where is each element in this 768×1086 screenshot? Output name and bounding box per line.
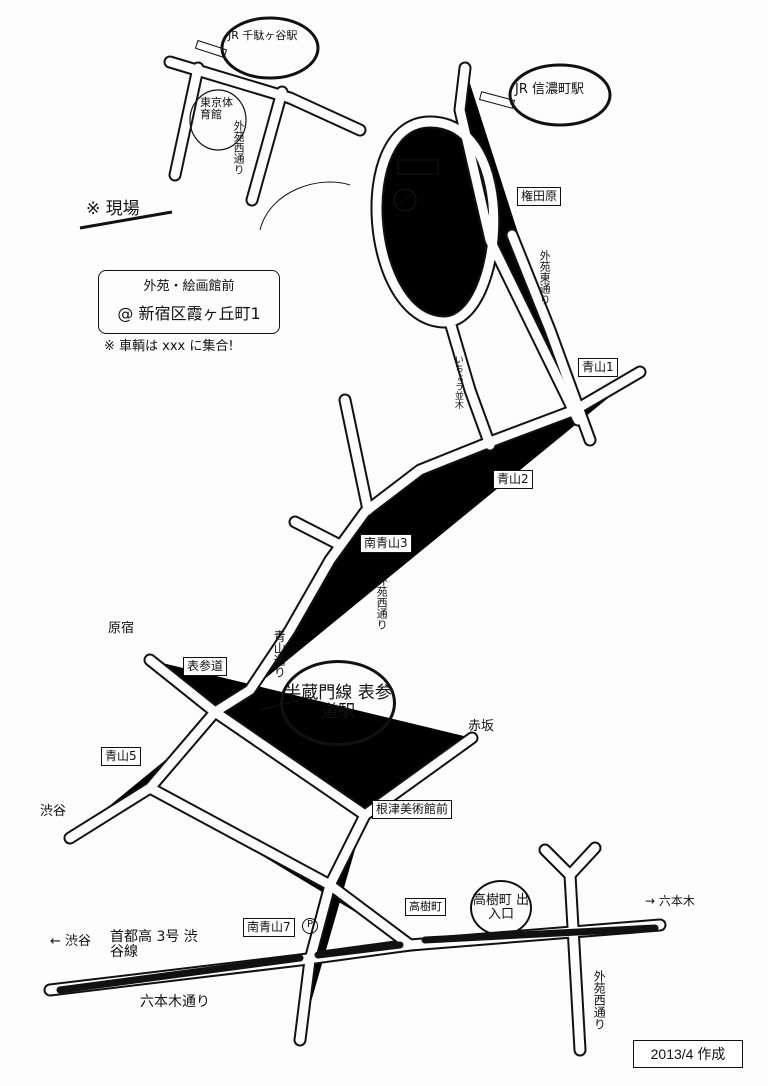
- creation-date: 2013/4 作成: [633, 1040, 743, 1068]
- road-label-gaien-nishi: 外苑西通り: [232, 120, 246, 175]
- direction-roppongi: → 六本木: [645, 894, 695, 908]
- site-marker-icon: [393, 188, 417, 212]
- meeting-note: ※ 車輌は xxx に集合!: [104, 339, 234, 354]
- intersection-minamiaoyama7: 南青山7: [243, 918, 295, 938]
- road-label-roppongi: 六本木通り: [140, 994, 210, 1010]
- callout-line: [259, 181, 351, 231]
- parking-icon: P: [302, 918, 318, 934]
- station-shinanomachi[interactable]: JR 信濃町駅: [515, 82, 584, 97]
- direction-harajuku: 原宿: [108, 621, 135, 636]
- intersection-aoyama2: 青山2: [493, 470, 533, 490]
- platform-icon: [478, 91, 516, 109]
- direction-shibuya-mid: 渋谷: [40, 804, 67, 819]
- gym-circle: [189, 89, 247, 151]
- road-nezu-south: [300, 815, 365, 1040]
- road-label-aoyama: 青山通り: [272, 630, 287, 678]
- road-label-icho: いちょう並木: [452, 355, 463, 409]
- intersection-omotesando: 表参道: [183, 657, 228, 677]
- direction-shibuya-bottom: ← 渋谷: [50, 934, 92, 949]
- platform-icon: [194, 39, 228, 59]
- road-label-gaien-nishi-south: 外苑西通り: [592, 970, 607, 1030]
- station-circle-sendagaya: [220, 16, 320, 80]
- meeting-place: 外苑・絵画館前: [143, 279, 235, 294]
- direction-akasaka: 赤坂: [468, 719, 495, 734]
- road-oval: [376, 122, 494, 322]
- ramp-takagicho[interactable]: 高樹町 出入口: [470, 880, 532, 936]
- road-label-gaien-nishi-mid: 外苑西通り: [375, 575, 389, 630]
- underline: [79, 210, 173, 230]
- intersection-nezu: 根津美術館前: [372, 800, 453, 820]
- intersection-aoyama1: 青山1: [578, 358, 618, 378]
- meeting-address: @ 新宿区霞ヶ丘町1: [117, 304, 261, 323]
- road-label-gaien-higashi: 外苑東通り: [538, 250, 552, 305]
- intersection-gondawara: 権田原: [517, 187, 562, 207]
- intersection-minamiaoyama3: 南青山3: [360, 534, 412, 554]
- building-icon: [397, 159, 439, 175]
- expressway-line: [56, 924, 659, 994]
- site-heading: ※ 現場: [86, 199, 140, 219]
- road-label-expressway: 首都高 3号 渋谷線: [110, 929, 198, 961]
- station-omotesando[interactable]: 半蔵門線 表参道駅: [280, 660, 396, 746]
- intersection-aoyama5: 青山5: [101, 747, 141, 767]
- intersection-takagicho: 高樹町: [405, 898, 446, 917]
- landmark-gym: 東京体育館: [200, 96, 233, 122]
- station-sendagaya[interactable]: JR 千駄ヶ谷駅: [228, 29, 298, 42]
- station-circle-shinanomachi: [508, 63, 612, 127]
- meeting-point-box: 外苑・絵画館前 @ 新宿区霞ヶ丘町1: [98, 270, 280, 334]
